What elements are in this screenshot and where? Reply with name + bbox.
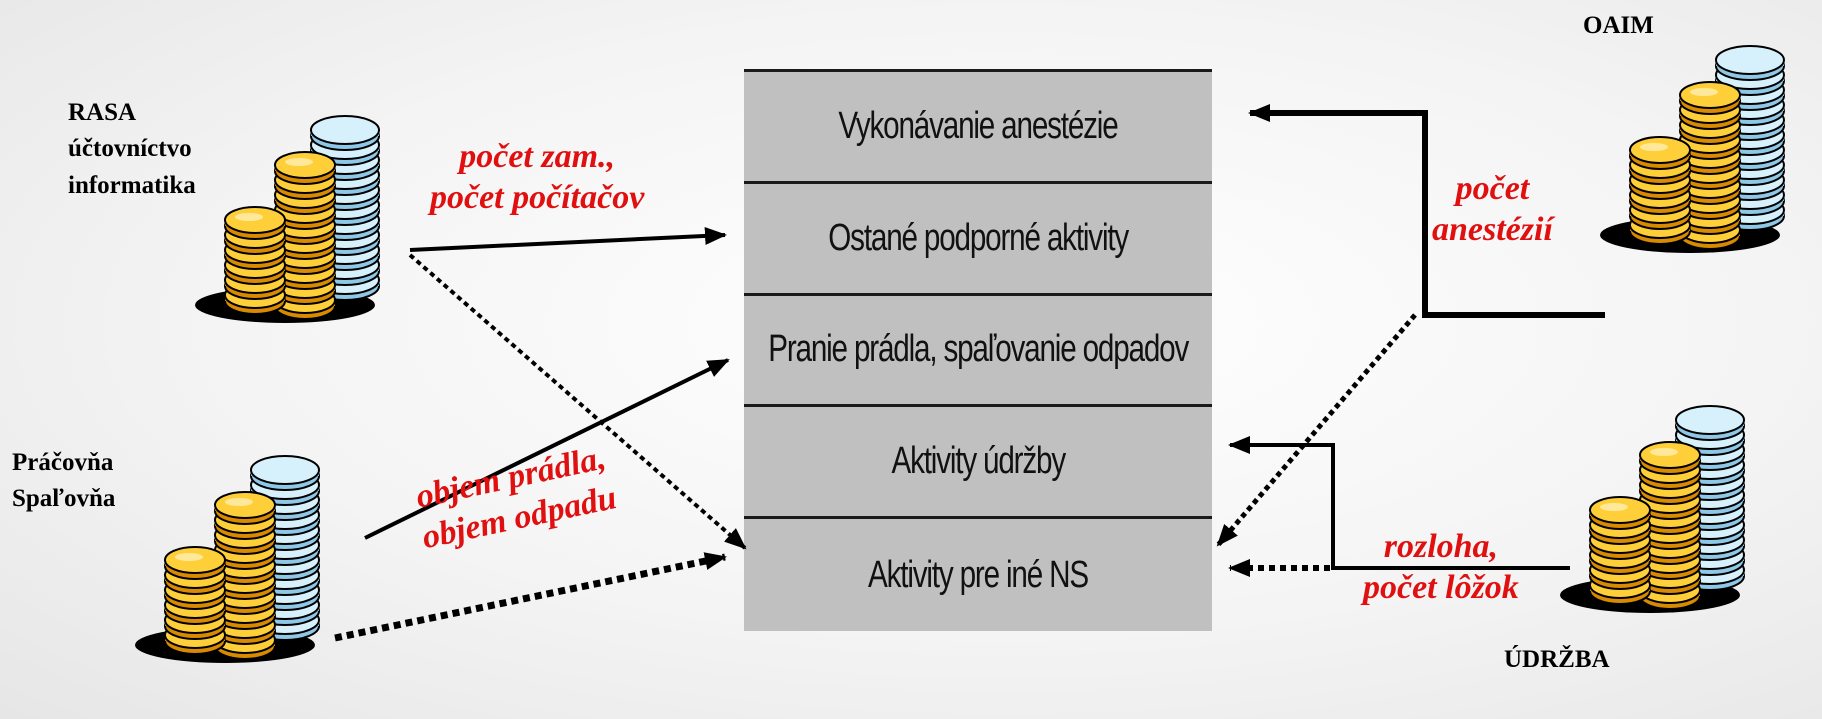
coins-icon — [1560, 406, 1744, 613]
activity-label: Aktivity údržby — [891, 440, 1066, 483]
arrow-oaim-dotted — [1216, 313, 1417, 547]
arrow-pracovna-dotted — [334, 552, 727, 642]
source-label-udrzba: ÚDRŽBA — [1504, 646, 1610, 673]
coins-icon — [135, 456, 319, 663]
driver-line: počet — [1455, 170, 1530, 207]
driver-label-udrzba: rozloha, počet lôžok — [1363, 526, 1519, 609]
activity-row-anestezia: Vykonávanie anestézie — [744, 72, 1212, 184]
source-label-oaim: OAIM — [1583, 12, 1654, 39]
arrow-udrzba-solid — [1228, 436, 1570, 570]
arrow-rasa-dotted — [408, 253, 747, 550]
activity-row-udrzba: Aktivity údržby — [744, 407, 1212, 520]
coins-icon — [195, 116, 379, 323]
source-label-pracovna: Práčovňa Spaľovňa — [12, 445, 115, 518]
source-line: RASA — [68, 99, 137, 126]
activity-row-pranie: Pranie prádla, spaľovanie odpadov — [744, 296, 1212, 408]
coins-icon — [1600, 46, 1784, 253]
driver-label-oaim: počet anestézií — [1432, 168, 1553, 251]
activity-row-podporne: Ostané podporné aktivity — [744, 184, 1212, 296]
source-label-rasa: RASA účtovníctvo informatika — [68, 95, 196, 204]
driver-line: rozloha, — [1383, 528, 1499, 565]
driver-line: anestézií — [1432, 211, 1553, 249]
source-line: informatika — [68, 171, 196, 199]
driver-line: počet lôžok — [1363, 569, 1519, 607]
source-line: Práčovňa — [12, 449, 114, 476]
activity-label: Vykonávanie anestézie — [838, 104, 1118, 147]
activity-table: Vykonávanie anestézie Ostané podporné ak… — [744, 69, 1212, 631]
arrow-rasa-solid — [409, 226, 727, 252]
driver-line: počet počítačov — [430, 179, 645, 217]
arrow-oaim-solid — [1248, 104, 1605, 318]
activity-label: Ostané podporné aktivity — [828, 216, 1129, 259]
activity-row-ine-ns: Aktivity pre iné NS — [744, 519, 1212, 631]
activity-label: Pranie prádla, spaľovanie odpadov — [768, 328, 1189, 371]
source-line: účtovníctvo — [68, 135, 192, 163]
arrow-pracovna-solid — [364, 358, 730, 540]
activity-label: Aktivity pre iné NS — [868, 553, 1089, 596]
driver-line: počet zam., — [459, 138, 616, 175]
source-line: Spaľovňa — [12, 485, 116, 513]
driver-label-rasa: počet zam., počet počítačov — [430, 136, 644, 219]
